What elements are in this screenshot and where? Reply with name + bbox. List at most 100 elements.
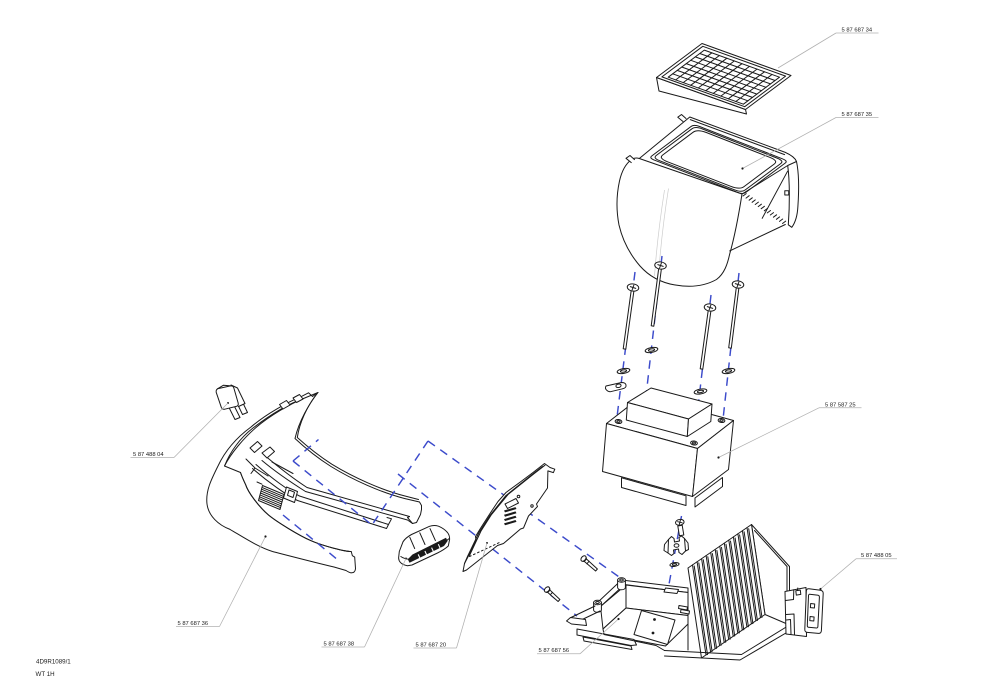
housing-deck-dark-slot bbox=[256, 481, 263, 485]
cap-louver-slit bbox=[417, 554, 421, 560]
edge-line bbox=[710, 552, 725, 643]
cover-recess bbox=[660, 130, 777, 189]
edge-line bbox=[698, 562, 713, 652]
transformer-hole bbox=[614, 418, 623, 425]
label-housing-leader bbox=[219, 536, 266, 627]
chassis-post bbox=[617, 577, 626, 591]
edge-line bbox=[672, 73, 749, 102]
edge-line bbox=[714, 548, 730, 640]
pcb-pin bbox=[504, 515, 517, 521]
label-grille: 5 87 687 34 bbox=[777, 28, 879, 69]
edge-line bbox=[711, 553, 727, 643]
ellipse-shape bbox=[615, 383, 622, 389]
edge-line bbox=[719, 545, 734, 637]
edge-line bbox=[693, 565, 708, 656]
cover-vent-serration bbox=[742, 193, 787, 224]
label-transformer: 5 87 587 25 bbox=[717, 402, 862, 459]
grille-grid bbox=[667, 49, 780, 105]
housing-deck-lines bbox=[245, 458, 294, 477]
fastener-washer-4 bbox=[721, 367, 736, 375]
label-transformer-dot bbox=[717, 456, 720, 459]
edge-line bbox=[705, 555, 721, 647]
part-transformer bbox=[602, 387, 734, 508]
edge-line bbox=[371, 440, 429, 526]
edge-line bbox=[739, 534, 754, 625]
label-inlet-dot bbox=[819, 587, 822, 591]
inlet-pin-hole bbox=[809, 603, 816, 622]
grille-rim bbox=[656, 43, 792, 110]
edge-line bbox=[261, 488, 284, 499]
outline-path bbox=[629, 284, 637, 291]
cover-recess bbox=[650, 124, 787, 194]
edge-line bbox=[766, 210, 771, 214]
edge-line bbox=[775, 216, 781, 220]
label-pcb-leader bbox=[456, 542, 488, 649]
label-inlet-leader bbox=[820, 558, 857, 590]
edge-line bbox=[754, 201, 759, 205]
label-plug-text: 5 87 488 04 bbox=[133, 452, 164, 458]
edge-line bbox=[685, 63, 762, 92]
label-chassis: 5 87 687 56 bbox=[537, 617, 620, 655]
edge-line bbox=[260, 490, 283, 501]
edge-line bbox=[699, 53, 776, 81]
transformer-hole bbox=[690, 440, 698, 446]
edge-line bbox=[676, 69, 753, 98]
cap-top-cells bbox=[409, 528, 436, 550]
label-inlet-text: 5 87 488 05 bbox=[861, 553, 892, 559]
pcb-hole bbox=[516, 494, 521, 499]
transformer-hole-inner bbox=[691, 441, 697, 445]
ellipse-shape bbox=[724, 369, 733, 373]
edge-line bbox=[743, 531, 758, 621]
face-polygon bbox=[622, 290, 635, 350]
edge-line bbox=[692, 564, 707, 656]
edge-line bbox=[737, 533, 752, 625]
inlet-body-detail bbox=[785, 587, 799, 636]
cap-louver-slit bbox=[437, 543, 441, 550]
inlet-body bbox=[784, 587, 807, 637]
edge-line bbox=[701, 558, 716, 650]
label-plug: 5 87 488 04 bbox=[130, 402, 229, 458]
edge-line bbox=[397, 473, 578, 617]
pcb-pin bbox=[504, 511, 517, 517]
label-cap-leader bbox=[364, 558, 407, 648]
outline-path bbox=[734, 281, 742, 288]
outline-path bbox=[663, 538, 689, 554]
pcb-pin bbox=[504, 520, 517, 526]
inlet-face bbox=[806, 593, 820, 629]
ellipse-shape bbox=[543, 586, 551, 593]
outline-path bbox=[706, 304, 714, 311]
edge-line bbox=[292, 460, 373, 526]
chassis-boss-pad bbox=[663, 587, 679, 594]
outline-path bbox=[657, 262, 664, 269]
label-grille-leader bbox=[777, 32, 837, 69]
housing-arm-top bbox=[294, 392, 420, 503]
edge-line bbox=[779, 218, 784, 222]
sheet-code-text: WT 1H bbox=[36, 671, 55, 677]
plug-top-edge bbox=[217, 384, 232, 390]
part-mains-plug bbox=[215, 384, 248, 420]
outline-path bbox=[677, 519, 683, 525]
cover-recess bbox=[654, 127, 783, 192]
edge-line bbox=[723, 542, 739, 634]
pcb-screw-2 bbox=[543, 586, 561, 602]
edge-line bbox=[292, 438, 319, 462]
label-housing-dot bbox=[264, 535, 267, 538]
fastener-screw-2 bbox=[650, 261, 667, 327]
edge-line bbox=[690, 59, 767, 88]
label-inlet: 5 87 488 05 bbox=[819, 553, 897, 591]
edge-line bbox=[730, 540, 745, 631]
chassis-plate-hole bbox=[653, 618, 656, 621]
pcb-board bbox=[462, 463, 556, 572]
edge-line bbox=[694, 56, 771, 85]
edge-line bbox=[734, 537, 749, 628]
edge-line bbox=[260, 492, 283, 503]
grille-rim-inner bbox=[661, 45, 787, 108]
label-cover-dot bbox=[741, 167, 744, 170]
chassis-plate-hole bbox=[651, 631, 655, 635]
ellipse-shape bbox=[580, 555, 587, 562]
edge-line bbox=[769, 212, 774, 216]
transformer-right bbox=[692, 420, 734, 497]
part-pcb-module bbox=[462, 463, 556, 572]
edge-line bbox=[760, 205, 765, 210]
